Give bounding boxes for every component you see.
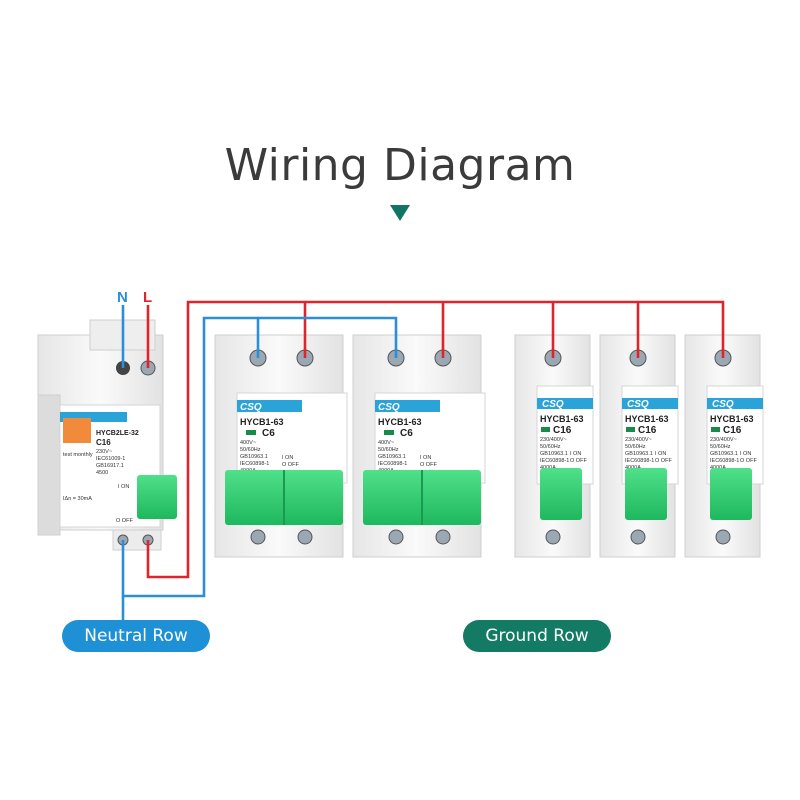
- sp2-brand: CSQ: [627, 399, 649, 410]
- double-pole-breaker-1: CSQ HYCB1-63 C6 400V~ 50/60Hz GB10963.1 …: [214, 334, 348, 558]
- sp3-spec-3: GB10963.1: [710, 451, 738, 457]
- sp2-spec-2: 50/60Hz: [625, 444, 646, 450]
- dp2-spec-2: 50/60Hz: [378, 447, 399, 453]
- sp2-off-label: O OFF: [655, 458, 672, 464]
- single-pole-breaker-3: CSQ HYCB1-63 C16 230/400V~ 50/60Hz GB109…: [684, 334, 764, 558]
- dp2-on-label: I ON: [420, 455, 431, 461]
- live-wire-label: L: [143, 289, 152, 306]
- sp1-spec-1: 230/400V~: [540, 437, 567, 443]
- dp2-rating: C6: [400, 428, 413, 439]
- sp3-toggle[interactable]: [710, 468, 752, 520]
- live-wires: [146, 300, 725, 579]
- sp2-rating: C16: [638, 425, 657, 436]
- sp2-spec-4: IEC60898-1: [625, 458, 654, 464]
- rcbo-spec-4: 4500: [96, 470, 108, 476]
- sp2-toggle[interactable]: [625, 468, 667, 520]
- dp1-spec-2: 50/60Hz: [240, 447, 261, 453]
- sp1-on-label: I ON: [570, 451, 581, 457]
- dp1-spec-3: GB10963.1: [240, 454, 268, 460]
- sp1-spec-3: GB10963.1: [540, 451, 568, 457]
- double-pole-breaker-2: CSQ HYCB1-63 C6 400V~ 50/60Hz GB10963.1 …: [352, 334, 486, 558]
- dp2-spec-3: GB10963.1: [378, 454, 406, 460]
- sp1-off-label: O OFF: [570, 458, 587, 464]
- dp1-brand: CSQ: [240, 402, 262, 413]
- neutral-wire-label: N: [117, 289, 128, 306]
- rcbo-model: HYCB2LE-32: [96, 430, 139, 437]
- sp3-on-label: I ON: [740, 451, 751, 457]
- sp3-rating: C16: [723, 425, 742, 436]
- rcbo-off-label: O OFF: [116, 518, 133, 524]
- rcbo-toggle[interactable]: [137, 475, 177, 519]
- rcbo-rating: C16: [96, 438, 111, 447]
- sp3-brand: CSQ: [712, 399, 734, 410]
- single-pole-breaker-2: CSQ HYCB1-63 C16 230/400V~ 50/60Hz GB109…: [599, 334, 679, 558]
- sp2-spec-1: 230/400V~: [625, 437, 652, 443]
- neutral-row-label: Neutral Row: [62, 620, 210, 652]
- dp1-on-label: I ON: [282, 455, 293, 461]
- sp2-spec-3: GB10963.1: [625, 451, 653, 457]
- sp3-model: HYCB1-63: [710, 414, 754, 424]
- dp2-brand: CSQ: [378, 402, 400, 413]
- dp2-off-label: O OFF: [420, 462, 437, 468]
- sp1-brand: CSQ: [542, 399, 564, 410]
- dp1-off-label: O OFF: [282, 462, 299, 468]
- single-pole-breaker-1: CSQ HYCB1-63 C16 230/400V~ 50/60Hz GB109…: [514, 334, 594, 558]
- rcbo-breaker: CSQ HYCB2LE-32 C16 230V~ IEC61009-1 GB16…: [37, 319, 177, 551]
- rcbo-on-label: I ON: [118, 484, 129, 490]
- sp2-on-label: I ON: [655, 451, 666, 457]
- dp1-spec-4: IEC60898-1: [240, 461, 269, 467]
- sp1-rating: C16: [553, 425, 572, 436]
- sp3-off-label: O OFF: [740, 458, 757, 464]
- sp1-spec-2: 50/60Hz: [540, 444, 561, 450]
- rcbo-test-label: test monthly: [63, 452, 93, 458]
- sp3-spec-1: 230/400V~: [710, 437, 737, 443]
- down-arrow-icon: [390, 205, 410, 221]
- dp1-model: HYCB1-63: [240, 417, 284, 427]
- rcbo-spec-1: 230V~: [96, 449, 112, 455]
- sp1-model: HYCB1-63: [540, 414, 584, 424]
- rcbo-spec-3: GB16917.1: [96, 463, 124, 469]
- page-title: Wiring Diagram: [224, 140, 576, 191]
- rcbo-spec-2: IEC61009-1: [96, 456, 125, 462]
- sp2-model: HYCB1-63: [625, 414, 669, 424]
- dp2-spec-1: 400V~: [378, 440, 394, 446]
- sp1-spec-4: IEC60898-1: [540, 458, 569, 464]
- dp2-model: HYCB1-63: [378, 417, 422, 427]
- dp1-spec-1: 400V~: [240, 440, 256, 446]
- ground-row-label: Ground Row: [463, 620, 611, 652]
- rcbo-idn: IΔn = 30mA: [63, 496, 92, 502]
- dp2-spec-4: IEC60898-1: [378, 461, 407, 467]
- dp1-rating: C6: [262, 428, 275, 439]
- sp1-toggle[interactable]: [540, 468, 582, 520]
- sp3-spec-2: 50/60Hz: [710, 444, 731, 450]
- rcbo-brand: CSQ: [130, 412, 152, 423]
- sp3-spec-4: IEC60898-1: [710, 458, 739, 464]
